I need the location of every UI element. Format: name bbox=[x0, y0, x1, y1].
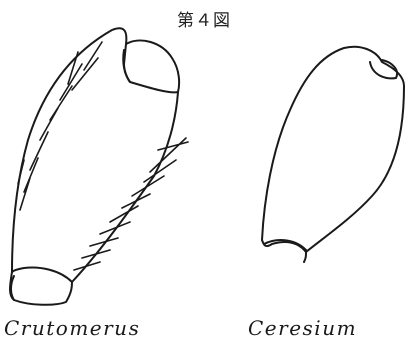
ceresium-specimen-drawing bbox=[262, 47, 404, 262]
crutomerus-specimen-drawing bbox=[10, 28, 188, 305]
crutomerus-apical-knob bbox=[126, 40, 179, 92]
crutomerus-shoulder bbox=[123, 50, 130, 82]
caption-ceresium: Ceresium bbox=[248, 316, 388, 340]
crutomerus-setae-right bbox=[74, 138, 188, 270]
ceresium-base bbox=[262, 240, 306, 262]
crutomerus-base bbox=[10, 268, 72, 305]
caption-crutomerus: Crutomerus bbox=[4, 316, 174, 340]
crutomerus-base-rim bbox=[11, 276, 14, 300]
crutomerus-setae-left bbox=[18, 42, 102, 210]
